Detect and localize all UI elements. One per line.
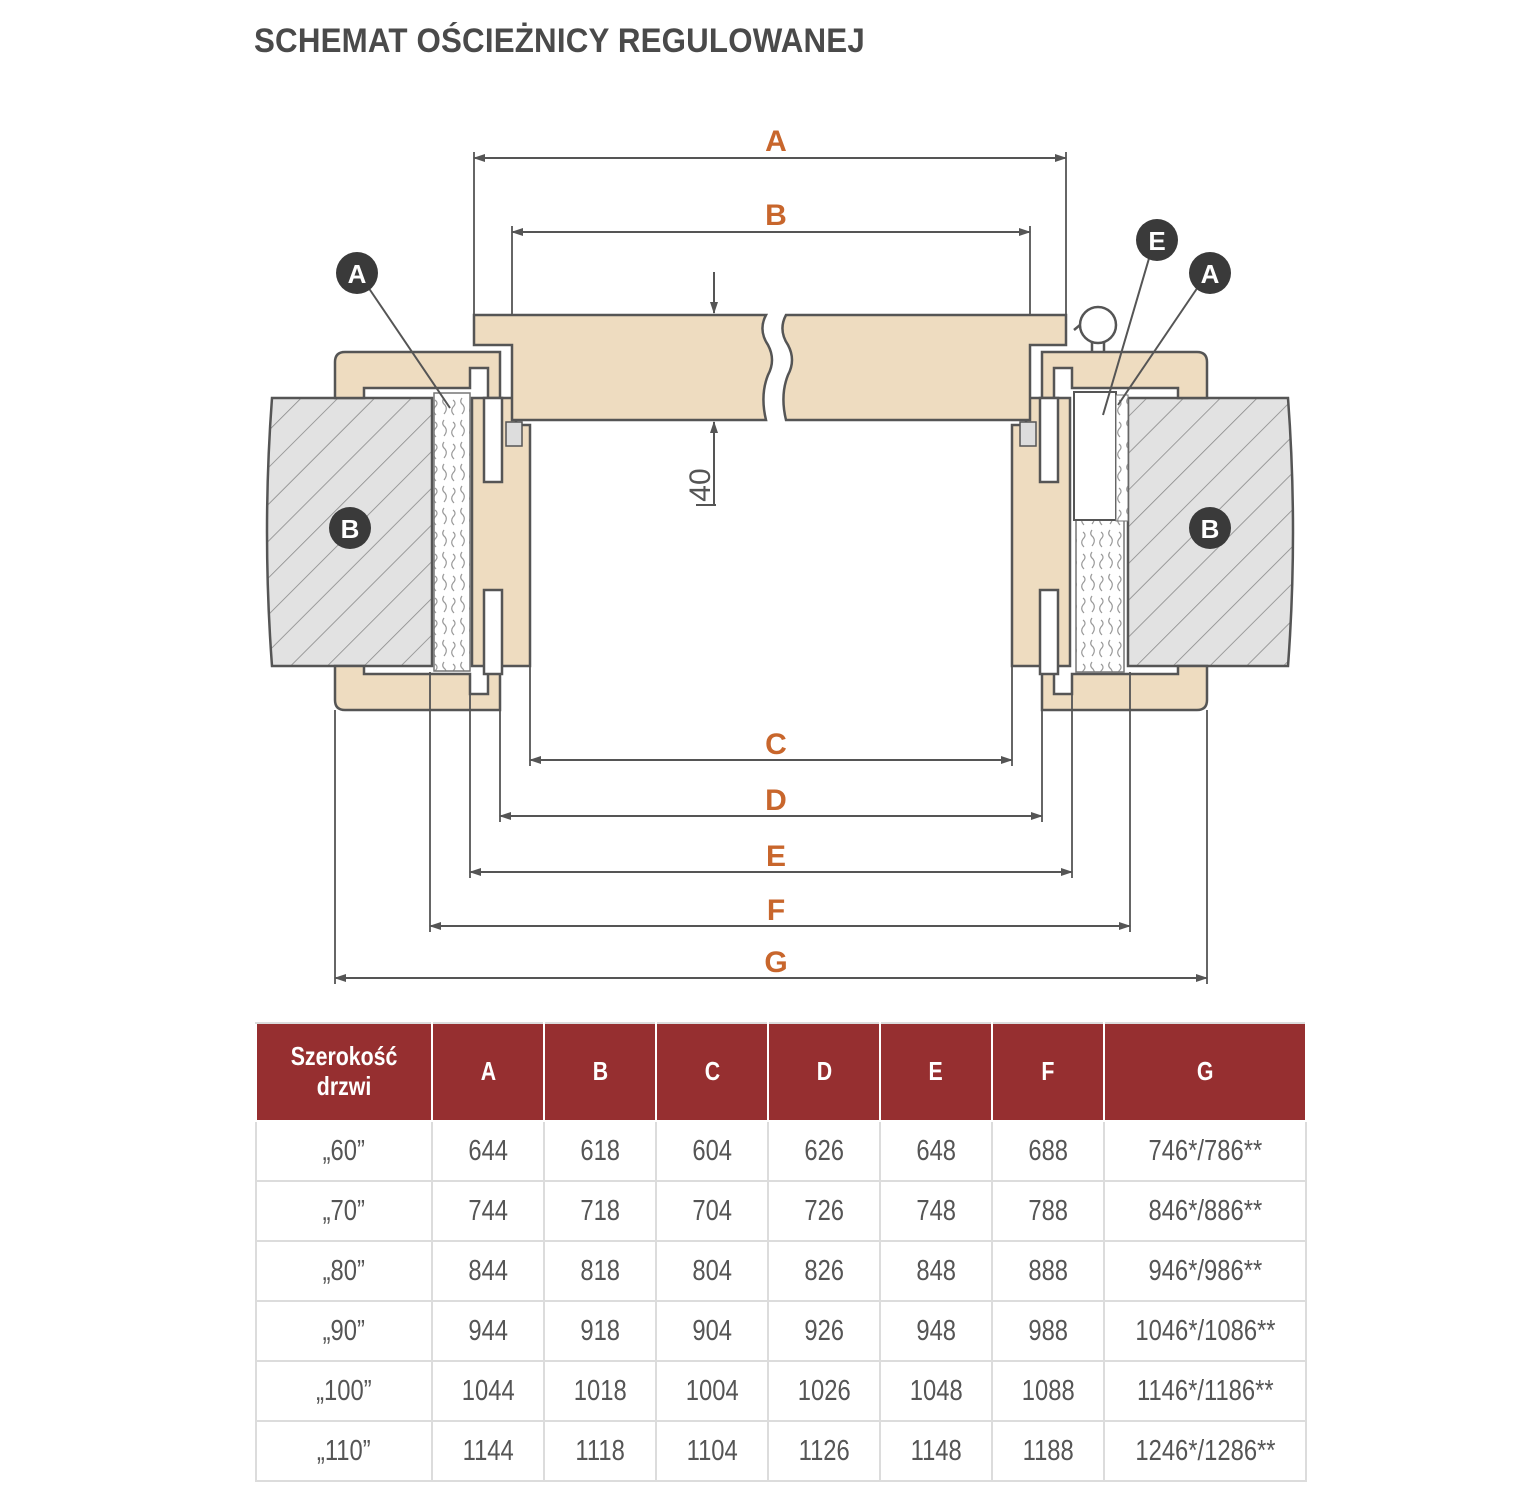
table-cell: 604 [655, 1120, 769, 1182]
table-cell: „110” [255, 1420, 433, 1482]
left-seal [505, 421, 523, 447]
table-cell: 618 [543, 1120, 657, 1182]
table-cell: 926 [767, 1300, 881, 1362]
table-cell: 1246*/1286** [1103, 1420, 1307, 1482]
thickness-dimension [696, 272, 718, 506]
left-jamb [333, 350, 532, 712]
extension-lines [334, 152, 1208, 984]
page-title: SCHEMAT OŚCIEŻNICY REGULOWANEJ [254, 22, 865, 60]
svg-text:E: E [1148, 226, 1165, 256]
header-c: C [655, 1022, 769, 1122]
table-cell: 904 [655, 1300, 769, 1362]
svg-text:B: B [341, 514, 360, 544]
table-cell: 688 [991, 1120, 1105, 1182]
table-cell: 1044 [431, 1360, 545, 1422]
table-cell: „70” [255, 1180, 433, 1242]
table-cell: 726 [767, 1180, 881, 1242]
table-cell: 1026 [767, 1360, 881, 1422]
header-e: E [879, 1022, 993, 1122]
svg-text:B: B [1201, 514, 1220, 544]
table-cell: 1104 [655, 1420, 769, 1482]
callout-a-left: A [336, 252, 378, 294]
left-foam [433, 392, 471, 672]
table-cell: 1144 [431, 1420, 545, 1482]
right-seal [1019, 421, 1037, 447]
callout-b-right: B [1189, 507, 1231, 549]
right-jamb [1010, 350, 1209, 712]
door-leaf [472, 313, 1068, 422]
table-cell: 804 [655, 1240, 769, 1302]
table-cell: 1046*/1086** [1103, 1300, 1307, 1362]
dim-label-c: C [765, 728, 787, 761]
table-cell: 1146*/1186** [1103, 1360, 1307, 1422]
table-cell: 626 [767, 1120, 881, 1182]
header-g: G [1103, 1022, 1307, 1122]
header-b: B [543, 1022, 657, 1122]
table-cell: 918 [543, 1300, 657, 1362]
table-cell: „90” [255, 1300, 433, 1362]
table-cell: 848 [879, 1240, 993, 1302]
header-d: D [767, 1022, 881, 1122]
table-cell: 704 [655, 1180, 769, 1242]
table-cell: 826 [767, 1240, 881, 1302]
dim-label-b: B [765, 199, 787, 232]
header-f: F [991, 1022, 1105, 1122]
table-cell: 846*/886** [1103, 1180, 1307, 1242]
table-cell: 1118 [543, 1420, 657, 1482]
table-cell: 718 [543, 1180, 657, 1242]
table-cell: 1088 [991, 1360, 1105, 1422]
table-cell: „80” [255, 1240, 433, 1302]
right-foam-strip [1115, 394, 1129, 522]
table-cell: 744 [431, 1180, 545, 1242]
thickness-label: 40 [684, 468, 717, 501]
table-cell: 748 [879, 1180, 993, 1242]
callout-b-left: B [329, 507, 371, 549]
table-cell: 648 [879, 1120, 993, 1182]
svg-text:A: A [348, 259, 367, 289]
table-cell: 948 [879, 1300, 993, 1362]
table-cell: 1048 [879, 1360, 993, 1422]
table-cell: 788 [991, 1180, 1105, 1242]
callout-leaders [365, 254, 1201, 416]
table-cell: 946*/986** [1103, 1240, 1307, 1302]
table-cell: 818 [543, 1240, 657, 1302]
table-cell: 644 [431, 1120, 545, 1182]
callout-e-right: E [1136, 219, 1178, 261]
frame-diagram: 40 A B C D E F G A E A [265, 125, 1295, 984]
table-cell: 1126 [767, 1420, 881, 1482]
svg-text:A: A [1201, 259, 1220, 289]
dim-label-f: F [767, 894, 785, 927]
right-insert [1073, 391, 1117, 521]
table-cell: 1018 [543, 1360, 657, 1422]
table-cell: „100” [255, 1360, 433, 1422]
hinge [1073, 305, 1118, 352]
table-cell: 844 [431, 1240, 545, 1302]
table-cell: 1148 [879, 1420, 993, 1482]
header-a: A [431, 1022, 545, 1122]
dim-label-g: G [764, 946, 787, 979]
right-foam-lower [1075, 519, 1125, 673]
table-cell: 1188 [991, 1420, 1105, 1482]
callout-a-right: A [1189, 252, 1231, 294]
table-cell: 988 [991, 1300, 1105, 1362]
dim-label-d: D [765, 784, 787, 817]
table-cell: 944 [431, 1300, 545, 1362]
dim-label-e: E [766, 840, 786, 873]
table-cell: „60” [255, 1120, 433, 1182]
table-cell: 746*/786** [1103, 1120, 1307, 1182]
table-cell: 1004 [655, 1360, 769, 1422]
dim-label-a: A [765, 125, 787, 158]
table-cell: 888 [991, 1240, 1105, 1302]
dimension-lines [334, 154, 1208, 982]
